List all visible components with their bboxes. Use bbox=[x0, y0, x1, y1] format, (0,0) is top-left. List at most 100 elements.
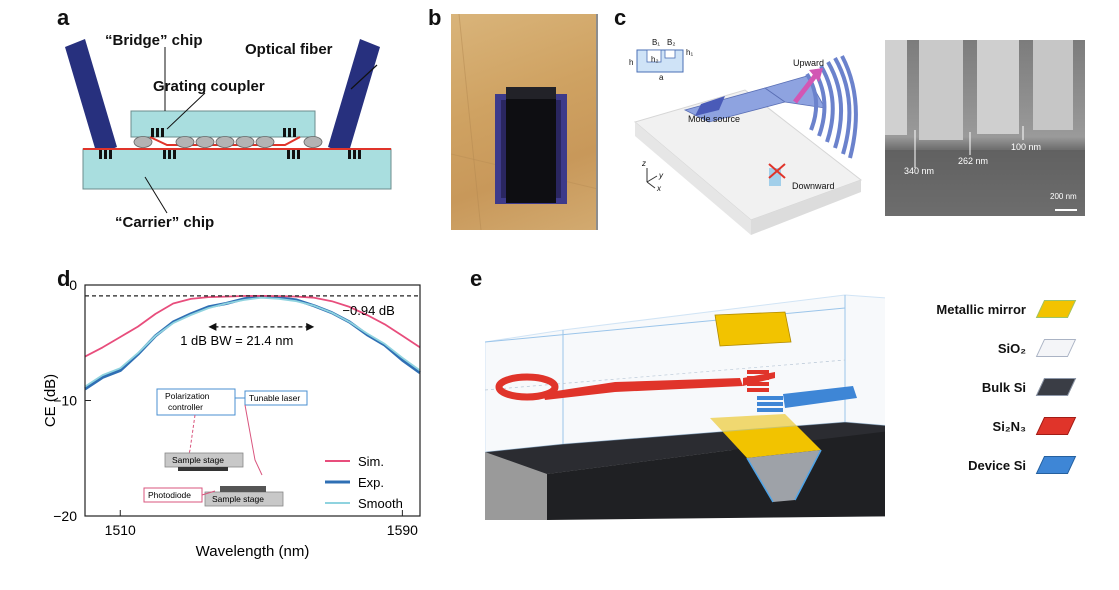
sem-ridge bbox=[1033, 40, 1073, 130]
device-si-grating-bar bbox=[757, 408, 783, 412]
grating-coupler bbox=[168, 150, 171, 159]
legend-label-smooth: Smooth bbox=[358, 496, 403, 511]
upward-arrow bbox=[793, 74, 817, 104]
inset-polarization-label-1: Polarization bbox=[165, 391, 210, 401]
legend-swatch-si3n4 bbox=[1035, 417, 1077, 435]
si3n4-grating bbox=[747, 370, 769, 392]
bump bbox=[195, 136, 215, 148]
inset-fiber-path bbox=[244, 404, 263, 476]
grating-coupler bbox=[99, 150, 102, 159]
inset-sample-stage-top-label: Sample stage bbox=[172, 455, 224, 465]
grating-coupler bbox=[288, 128, 291, 137]
bump bbox=[255, 136, 275, 148]
scratch bbox=[458, 14, 482, 230]
left-optical-fiber bbox=[65, 39, 117, 155]
device-si-grating-bar bbox=[757, 396, 783, 400]
carrier-chip bbox=[82, 148, 392, 190]
y-axis bbox=[646, 175, 658, 183]
bridge-chip-label: “Bridge” chip bbox=[105, 32, 203, 49]
bulk-si-top bbox=[485, 422, 915, 474]
substrate-front bbox=[635, 122, 751, 235]
grating-coupler bbox=[287, 150, 290, 159]
sem-100nm: 100 nm bbox=[1011, 142, 1042, 152]
legend-label-si3n4: Si₂N₃ bbox=[992, 419, 1026, 434]
device-photo-svg bbox=[451, 14, 598, 230]
legend-item-si3n4: Si₂N₃ bbox=[880, 413, 1080, 441]
grating-coupler bbox=[297, 150, 300, 159]
trench-edge bbox=[794, 449, 822, 501]
si3n4-ring bbox=[495, 373, 559, 401]
y-axis-label: CE (dB) bbox=[42, 374, 59, 427]
reference-line-label: −0.94 dB bbox=[342, 303, 394, 318]
sem-substrate bbox=[885, 150, 1085, 216]
carrier-chip-label: “Carrier” chip bbox=[115, 214, 215, 231]
grating-schematic-svg bbox=[633, 49, 863, 235]
sem-ridge bbox=[919, 40, 963, 140]
chip-stack bbox=[220, 486, 266, 492]
panel-label-a: a bbox=[57, 5, 70, 30]
grating-arc bbox=[833, 57, 852, 155]
legend-swatch-device-si bbox=[1035, 456, 1077, 474]
device-si-grating bbox=[757, 396, 783, 412]
y-tick-label: −10 bbox=[53, 393, 77, 409]
legend-item-sio2: SiO₂ bbox=[880, 335, 1080, 363]
bridge-chip-highlight bbox=[506, 87, 556, 99]
panel-label-c: c bbox=[614, 5, 627, 30]
grating-coupler bbox=[151, 128, 154, 137]
downward-label: Downward bbox=[792, 181, 835, 191]
panel-a-schematic bbox=[55, 25, 420, 240]
panel-label-d: d bbox=[57, 266, 71, 291]
grating-coupler bbox=[156, 128, 159, 137]
device-si-grating-bar bbox=[757, 402, 783, 406]
legend-label-sio2: SiO₂ bbox=[997, 341, 1026, 356]
panel-e-device-3d bbox=[484, 290, 916, 530]
upward-arrowhead bbox=[809, 68, 823, 82]
inset-polarization-label-2: controller bbox=[168, 402, 203, 412]
photodiode-link bbox=[201, 490, 216, 496]
grating-couplers bbox=[99, 128, 361, 159]
bump bbox=[175, 136, 195, 148]
chart-legend: Sim.Exp.Smooth bbox=[325, 454, 403, 511]
grating-coupler bbox=[353, 150, 356, 159]
downward-cross bbox=[768, 163, 786, 179]
device-3d-svg bbox=[484, 294, 916, 520]
series-line-sim bbox=[84, 294, 421, 358]
grating-coupler bbox=[348, 150, 351, 159]
substrate-side bbox=[751, 180, 861, 235]
axis-z-label: z bbox=[642, 159, 646, 168]
bandwidth-arrowhead-left bbox=[208, 322, 217, 331]
sem-scale-label: 200 nm bbox=[1050, 192, 1077, 201]
device-si-waveguide bbox=[783, 386, 857, 408]
sio2-layer-line bbox=[484, 359, 846, 391]
legend-label-device-si: Device Si bbox=[968, 458, 1026, 473]
metallic-mirror-top bbox=[714, 311, 792, 347]
mode-source-label: Mode source bbox=[688, 114, 741, 124]
panel-c-grating-schematic bbox=[625, 30, 865, 240]
grating-coupler bbox=[358, 150, 361, 159]
axis-y-label: y bbox=[659, 171, 663, 180]
si3n4-waveguide bbox=[543, 378, 743, 400]
panel-a-svg bbox=[65, 39, 392, 214]
legend-label-exp: Exp. bbox=[358, 475, 384, 490]
inset-fiber-path bbox=[184, 414, 196, 471]
sem-ridge bbox=[977, 40, 1019, 134]
inset-photodiode-label: Photodiode bbox=[148, 490, 191, 500]
legend-item-bulk-si: Bulk Si bbox=[880, 374, 1080, 402]
legend-label-bulk-si: Bulk Si bbox=[981, 380, 1026, 395]
optical-fiber-label: Optical fiber bbox=[245, 41, 333, 58]
inset-h2: h₂ bbox=[651, 55, 659, 64]
bump bbox=[215, 136, 235, 148]
polarization-controller-box bbox=[156, 388, 236, 416]
trench-edge bbox=[746, 457, 774, 503]
grating-coupler bbox=[283, 128, 286, 137]
inset-etch bbox=[664, 49, 676, 59]
bump bbox=[235, 136, 255, 148]
carrier-chip-leader bbox=[144, 176, 168, 214]
x-axis bbox=[646, 181, 656, 189]
inset-b1: B₁ bbox=[652, 38, 661, 47]
grating-arc bbox=[840, 55, 858, 159]
grating-coupler bbox=[173, 150, 176, 159]
inset-a: a bbox=[659, 73, 664, 82]
right-optical-fiber bbox=[328, 39, 380, 155]
